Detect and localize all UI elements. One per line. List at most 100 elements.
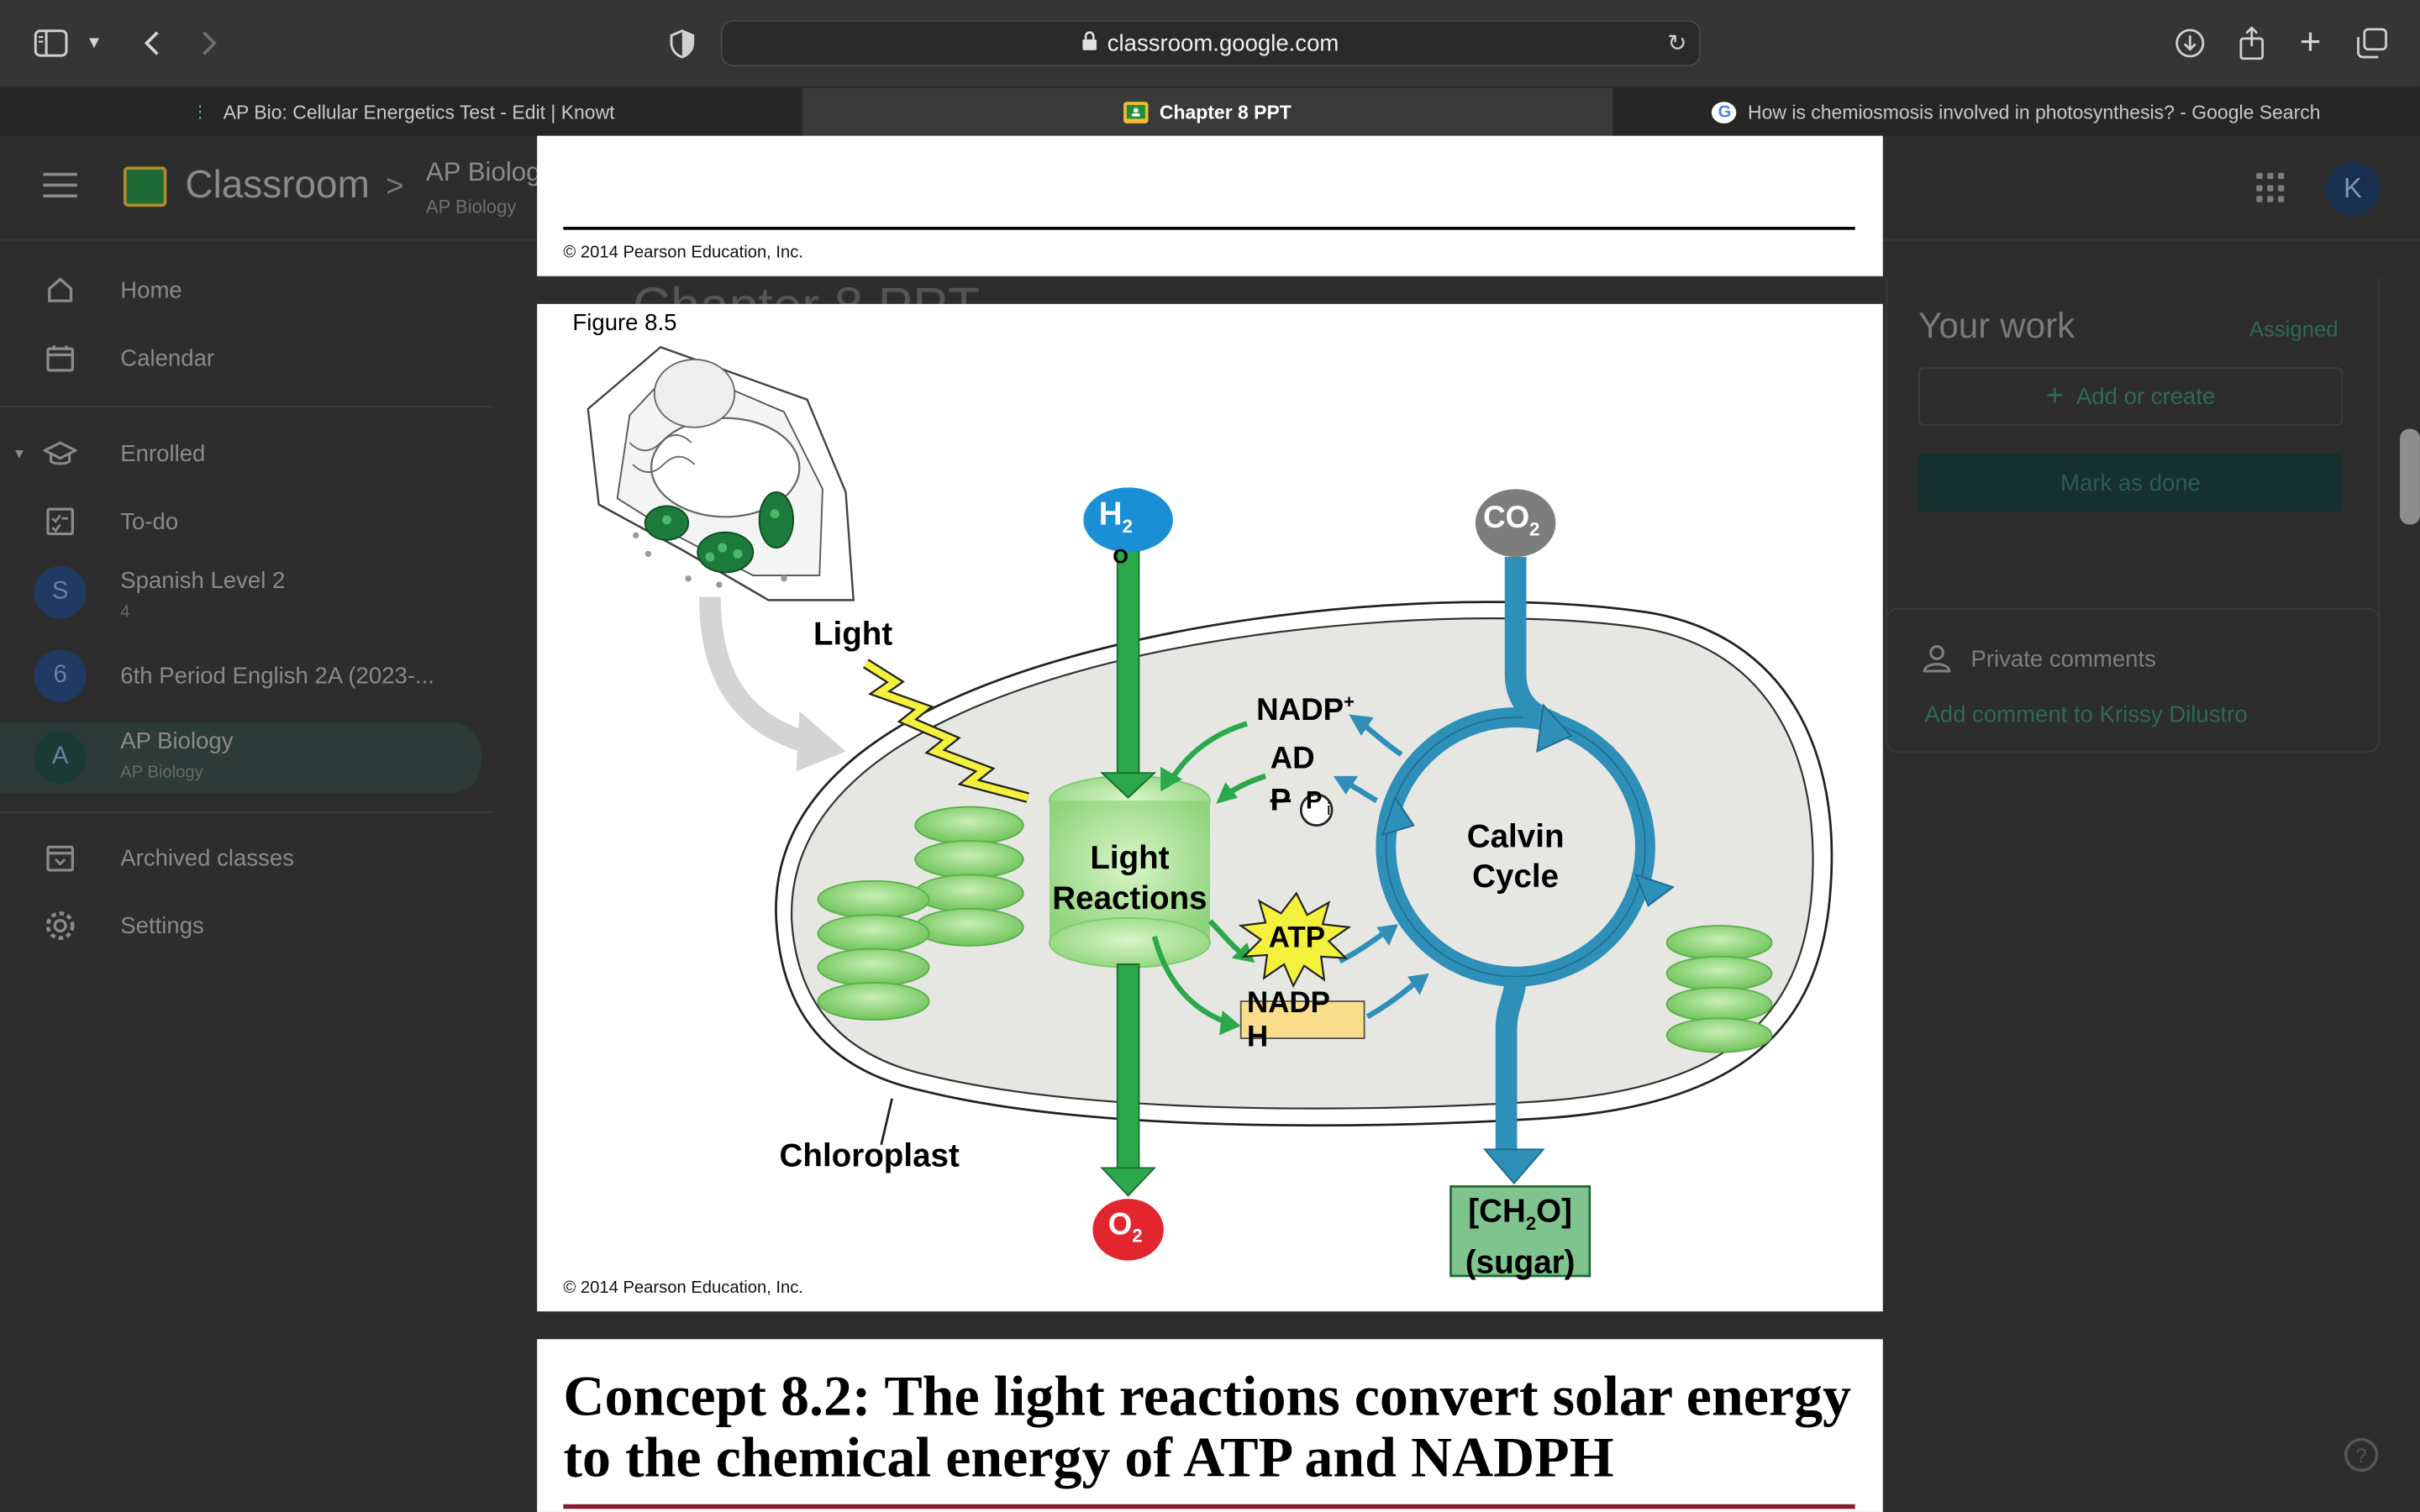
chloroplast-pointer — [880, 1098, 893, 1146]
home-icon — [43, 273, 76, 307]
co2-oval — [1475, 489, 1556, 558]
sidebar-item-calendar[interactable]: Calendar — [0, 327, 494, 388]
your-work-title: Your work — [1918, 305, 2075, 346]
sidebar-item-todo[interactable]: To-do — [0, 491, 494, 552]
mark-as-done-button[interactable]: Mark as done — [1918, 453, 2344, 512]
class-avatar: A — [34, 731, 87, 785]
download-icon[interactable] — [2173, 22, 2207, 65]
light-label: Light — [813, 617, 893, 653]
nadph-box — [1239, 1000, 1365, 1040]
o2-oval — [1092, 1199, 1164, 1261]
slide-previous: © 2014 Pearson Education, Inc. — [537, 135, 1883, 276]
tab-chapter-8-ppt[interactable]: Chapter 8 PPT — [803, 87, 1613, 136]
classroom-favicon-icon — [1123, 101, 1150, 123]
calvin-cycle-arrows — [1333, 557, 1675, 1185]
grana-right — [1665, 925, 1773, 1053]
gear-icon — [43, 909, 76, 942]
tab-google-search[interactable]: G How is chemiosmosis involved in photos… — [1612, 88, 2420, 136]
back-icon[interactable] — [136, 22, 167, 65]
title-underline — [563, 1504, 1855, 1509]
sidebar-item-archived[interactable]: Archived classes — [0, 827, 494, 888]
chloroplast-label: Chloroplast — [779, 1138, 960, 1174]
knowt-favicon-icon: ⋮ — [192, 103, 209, 123]
new-tab-icon[interactable]: + — [2299, 21, 2322, 64]
figure-label: Figure 8.5 — [572, 310, 677, 337]
classroom-logo-icon — [123, 166, 167, 207]
sidebar-divider — [0, 406, 494, 407]
calendar-icon — [43, 341, 76, 375]
grana-left — [817, 806, 1024, 1021]
slide-figure-8-5: Figure 8.5 — [537, 303, 1883, 1312]
privacy-shield-icon[interactable] — [666, 22, 697, 65]
adp-label: AD — [1270, 742, 1315, 776]
chevron-down-icon[interactable]: ▼ — [86, 34, 103, 53]
h2o-oval — [1083, 487, 1173, 553]
sidebar-item-ap-biology[interactable]: A AP Biology AP Biology — [0, 722, 482, 794]
course-title[interactable]: AP Biolog — [425, 157, 541, 187]
sidebar-item-6th-period-english[interactable]: 6 6th Period English 2A (2023-... — [0, 645, 494, 706]
photosynthesis-diagram — [587, 345, 1833, 1278]
tab-overview-icon[interactable] — [2355, 22, 2389, 65]
slide-rule — [563, 226, 1855, 230]
adp-label-p: P — [1270, 784, 1292, 818]
add-comment-link[interactable]: Add comment to Krissy Dilustro — [1924, 701, 2248, 728]
co2-label: CO2 — [1483, 501, 1540, 540]
address-bar[interactable]: classroom.google.com ↻ — [720, 19, 1702, 66]
lock-icon — [1082, 30, 1097, 56]
h2o-label: H2 — [1098, 496, 1133, 538]
tab-bar: ⋮ AP Bio: Cellular Energetics Test - Edi… — [0, 87, 2420, 136]
zoom-arrowhead — [796, 711, 846, 772]
atp-label: ATP — [1268, 922, 1325, 955]
scrollbar-thumb[interactable] — [2400, 428, 2420, 525]
share-icon[interactable] — [2235, 22, 2269, 65]
plant-cell-illustration — [587, 345, 855, 601]
url-text: classroom.google.com — [1107, 29, 1339, 57]
add-or-create-button[interactable]: + Add or create — [1918, 367, 2344, 426]
todo-icon — [43, 505, 76, 538]
h2o-label-tail: O — [1113, 544, 1128, 568]
phosphate-circle — [1299, 793, 1334, 827]
help-icon[interactable]: ? — [2344, 1437, 2379, 1473]
zoom-arrow — [699, 596, 815, 754]
copyright-text: © 2014 Pearson Education, Inc. — [563, 244, 803, 263]
sidebar-item-enrolled[interactable]: ▼ Enrolled — [0, 423, 494, 484]
tab-knowt[interactable]: ⋮ AP Bio: Cellular Energetics Test - Edi… — [0, 87, 804, 136]
class-avatar: 6 — [34, 649, 87, 702]
atp-burst — [1238, 891, 1352, 989]
sidebar-toggle-icon[interactable] — [31, 22, 71, 65]
course-subtitle: AP Biology — [425, 196, 517, 218]
google-favicon-icon: G — [1712, 101, 1738, 123]
concept-title: Concept 8.2: The light reactions convert… — [563, 1365, 1852, 1491]
green-arrows — [1100, 547, 1267, 1197]
sugar-label: [CH2O] (sugar) — [1465, 1194, 1576, 1281]
archive-icon — [43, 841, 76, 874]
graduation-cap-icon — [43, 437, 77, 470]
plus-icon: + — [2045, 378, 2065, 413]
sidebar-item-home[interactable]: Home — [0, 260, 494, 321]
forward-icon[interactable] — [194, 22, 225, 65]
private-comments-title: Private comments — [1970, 646, 2156, 673]
slide-concept-8-2: Concept 8.2: The light reactions convert… — [537, 1339, 1883, 1512]
nadp-plus-label: NADP+ — [1256, 690, 1355, 728]
o2-label: O2 — [1107, 1208, 1143, 1247]
person-icon — [1922, 643, 1953, 682]
menu-icon[interactable] — [43, 172, 77, 201]
light-bolt-fill — [864, 660, 1029, 801]
google-apps-icon[interactable] — [2256, 172, 2287, 204]
light-reactions-granum — [1049, 774, 1211, 969]
sugar-box — [1449, 1185, 1591, 1278]
sidebar-item-settings[interactable]: Settings — [0, 895, 494, 956]
status-badge: Assigned — [2249, 316, 2338, 341]
sidebar-item-spanish-level-2[interactable]: S Spanish Level 2 4 — [0, 562, 494, 623]
app-title[interactable]: Classroom — [185, 163, 370, 207]
private-comments-card: Private comments Add comment to Krissy D… — [1886, 607, 2381, 753]
account-avatar[interactable]: K — [2325, 161, 2381, 217]
reload-icon[interactable]: ↻ — [1667, 30, 1687, 57]
light-reactions-label: Light Reactions — [1052, 841, 1207, 916]
copyright-text: © 2014 Pearson Education, Inc. — [563, 1278, 803, 1298]
breadcrumb-separator-icon: > — [386, 170, 404, 204]
sidebar-divider — [0, 811, 494, 813]
nadph-label: NADP H — [1247, 987, 1330, 1054]
expand-arrow-icon[interactable]: ▼ — [12, 445, 27, 462]
